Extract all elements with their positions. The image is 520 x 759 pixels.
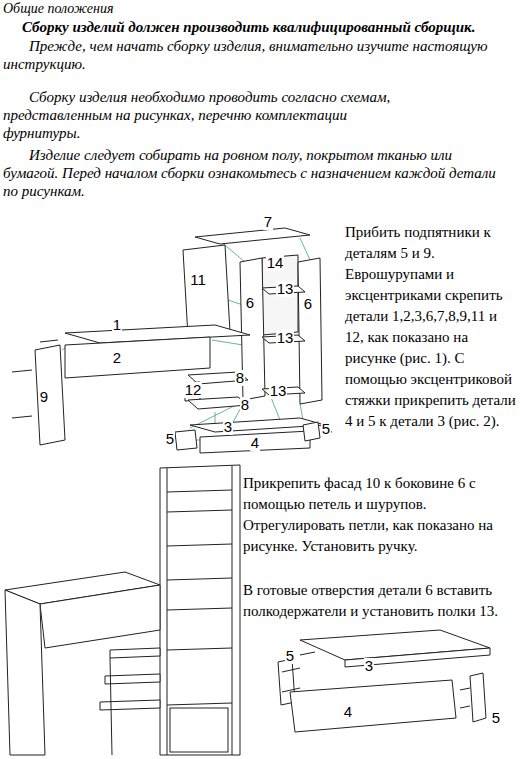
callout-number: 6: [303, 296, 313, 312]
assembly-step-text: Прибить подпятники к деталям 5 и 9. Евро…: [345, 222, 517, 432]
callout-number: 5: [491, 710, 501, 726]
callout-number: 14: [266, 255, 285, 271]
assembly-step-text: Прикрепить фасад 10 к боковине 6 с помощ…: [243, 473, 515, 557]
section-heading: Общие положения: [3, 1, 114, 17]
callout-number: 5: [321, 421, 331, 437]
callout-number: 5: [165, 431, 175, 447]
instruction-paragraph: Изделие следует собирать на ровном полу,…: [3, 146, 508, 200]
callout-number: 12: [184, 382, 203, 398]
callout-number: 3: [364, 658, 374, 674]
callout-number: 13: [276, 330, 295, 346]
callout-number: 2: [112, 350, 122, 366]
callout-number: 3: [223, 419, 233, 435]
callout-number: 6: [245, 295, 255, 311]
callout-number: 4: [250, 435, 260, 451]
callout-number: 8: [235, 370, 245, 386]
callout-number: 13: [276, 281, 295, 297]
callout-number: 5: [285, 648, 295, 664]
callout-number: 7: [263, 214, 273, 230]
assembly-step-text: В готовые отверстия детали 6 вставить по…: [243, 580, 515, 622]
callout-number: 1: [112, 317, 122, 333]
callout-number: 4: [343, 704, 353, 720]
callout-number: 13: [269, 383, 288, 399]
instruction-paragraph: Прежде, чем начать сборку изделия, внима…: [3, 37, 508, 73]
callout-number: 8: [240, 397, 250, 413]
callout-number: 11: [189, 272, 207, 288]
callout-number: 9: [39, 389, 49, 405]
instruction-paragraph: Сборку изделий должен производить квалиф…: [22, 18, 517, 36]
instruction-paragraph: Сборку изделия необходимо проводить согл…: [3, 88, 403, 142]
